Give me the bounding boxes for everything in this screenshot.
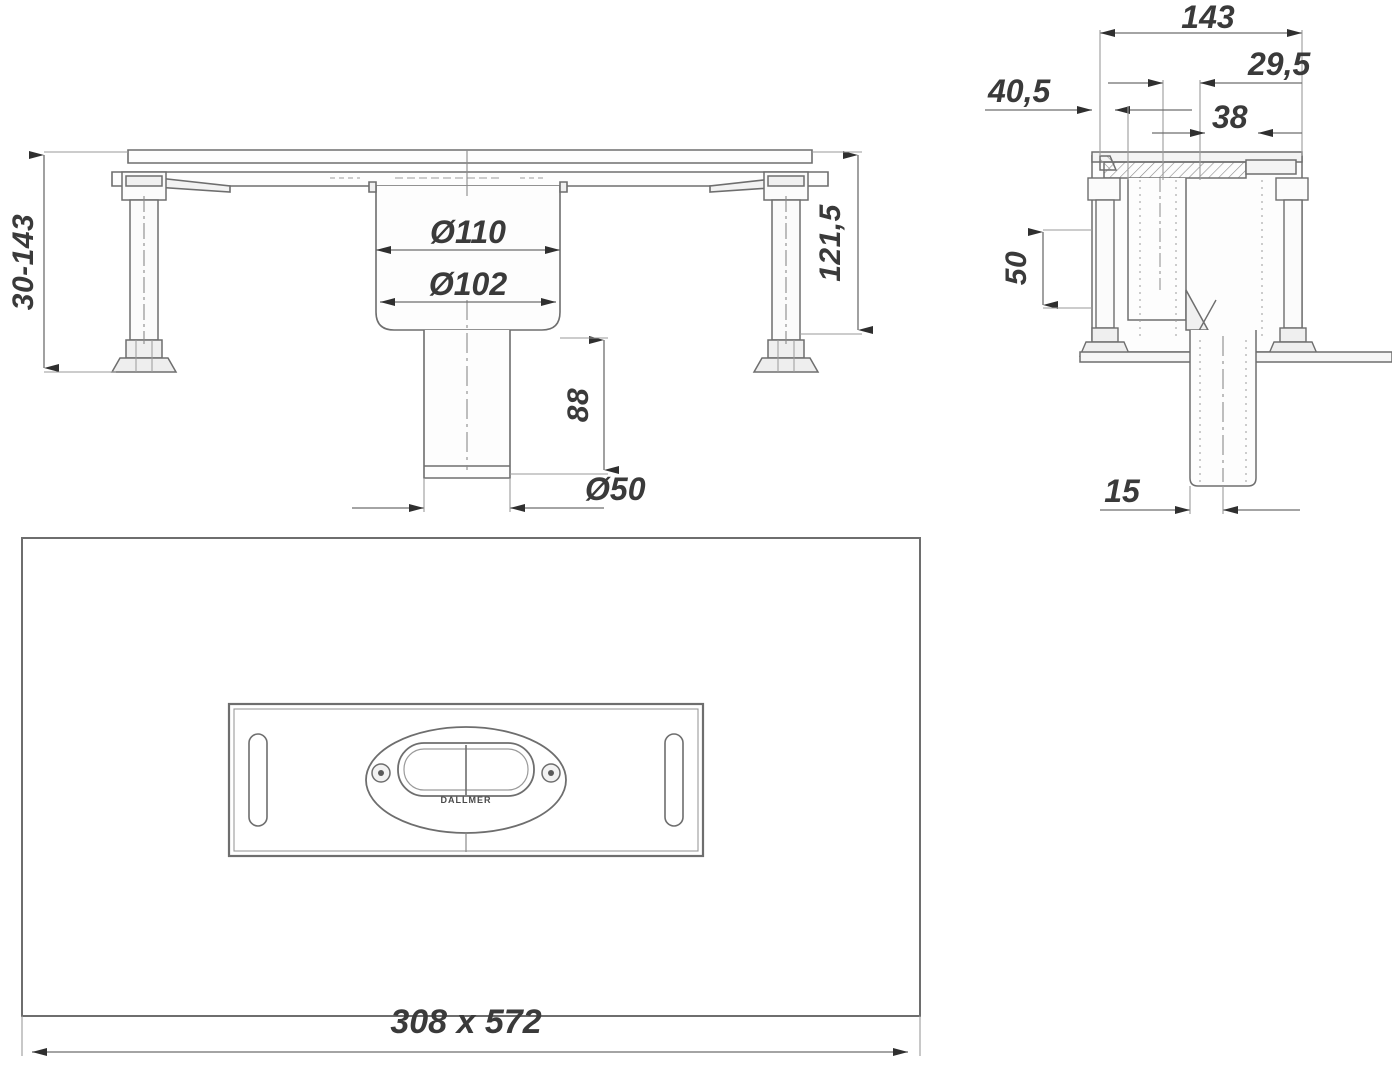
- dimension-label-section-inner-a: 29,5: [1247, 46, 1311, 82]
- dimension-outlet-length: 88: [510, 336, 619, 475]
- dimension-outlet-offset: 15: [1100, 473, 1300, 514]
- dimension-label-trap-depth: 50: [1000, 251, 1033, 285]
- dimension-label-section-offset: 40,5: [987, 73, 1051, 109]
- dimension-label-outlet-offset: 15: [1104, 473, 1141, 509]
- dimension-outlet-diameter: Ø50: [352, 471, 646, 512]
- dimension-trap-depth: 50: [1000, 228, 1092, 309]
- section-body-outline: [1091, 151, 1303, 353]
- grate-screw-right: [541, 763, 561, 783]
- dimension-label-outlet-length: 88: [562, 388, 595, 422]
- adjustable-leg-right: [752, 171, 820, 373]
- dimension-plan-size: 308 x 572: [21, 1003, 921, 1056]
- dimension-overall-height: 121,5: [800, 151, 873, 335]
- dimension-label-overall-height: 121,5: [814, 203, 847, 281]
- grate-brand-label: DALLMER: [441, 795, 492, 805]
- section-outlet-pipe: [1189, 330, 1257, 487]
- dimension-section-inner-a: 29,5: [1108, 46, 1311, 180]
- dimension-section-width: 143: [1099, 0, 1303, 156]
- front-elevation-view: 30-143 121,5 Ø110 Ø102 88: [7, 149, 873, 512]
- side-section-view: 143 29,5 40,5 38 50: [985, 0, 1392, 514]
- dimension-body-outer-diameter: Ø110: [376, 214, 560, 254]
- dimension-label-section-width: 143: [1181, 0, 1235, 35]
- cover-plate-profile: [111, 149, 829, 193]
- grate-slot-left: [248, 733, 268, 827]
- dimension-label-section-inner-b: 38: [1212, 99, 1248, 135]
- dimension-label-height-range: 30-143: [7, 214, 40, 310]
- dimension-body-inner-diameter: Ø102: [380, 266, 556, 306]
- dimension-label-body-inner-diameter: Ø102: [429, 266, 507, 302]
- grate-screw-left: [371, 763, 391, 783]
- drain-body-profile: [368, 150, 568, 479]
- dimension-label-body-outer-diameter: Ø110: [430, 214, 506, 250]
- grate-plate: DALLMER: [227, 702, 705, 858]
- dimension-label-outlet-diameter: Ø50: [585, 471, 646, 507]
- plan-view: DALLMER 308 x 572: [21, 537, 921, 1056]
- dimension-label-plan-size: 308 x 572: [390, 1003, 541, 1041]
- adjustable-leg-left: [110, 171, 178, 373]
- grate-slot-right: [664, 733, 684, 827]
- dimension-section-offset: 40,5: [985, 73, 1192, 180]
- dimension-height-range: 30-143: [7, 151, 128, 373]
- dimension-section-inner-b: 38: [1152, 99, 1302, 137]
